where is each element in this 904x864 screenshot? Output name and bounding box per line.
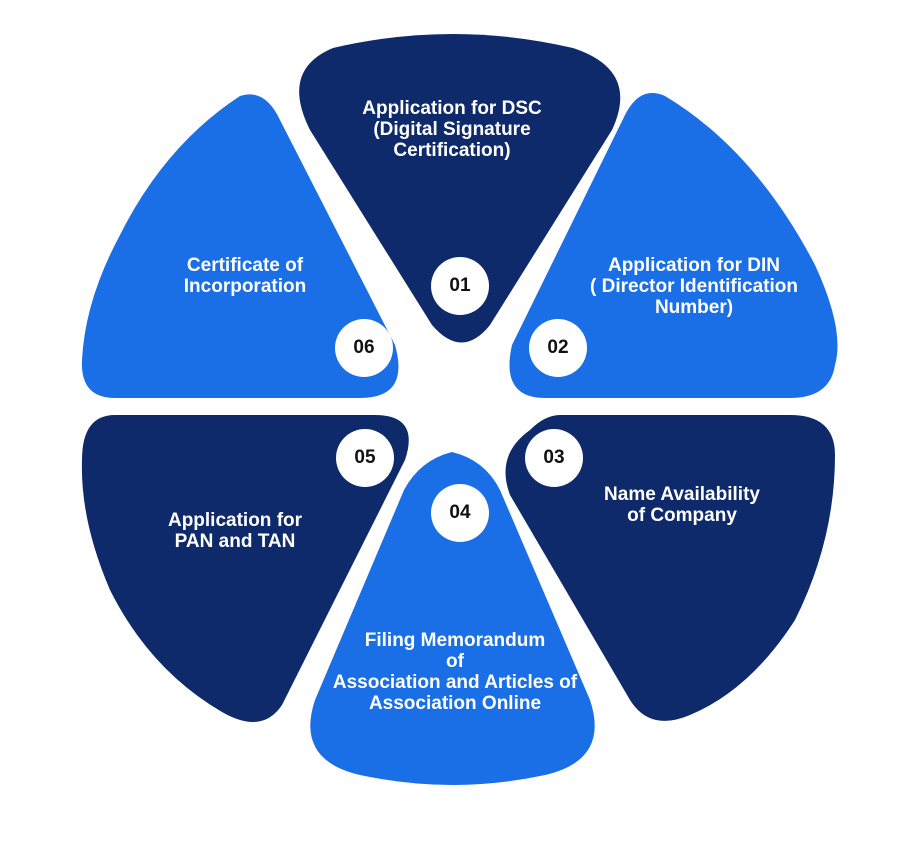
segment-01	[299, 34, 621, 343]
step-label-05: Application for PAN and TAN	[167, 510, 303, 552]
step-number-02: 02	[529, 319, 587, 377]
step-number-03: 03	[525, 429, 583, 487]
step-label-02: Application for DIN ( Director Identific…	[590, 255, 798, 318]
segment-06	[81, 94, 399, 399]
step-number-06: 06	[335, 319, 393, 377]
step-number-04: 04	[431, 484, 489, 542]
step-label-04: Filing Memorandum of Association and Art…	[332, 630, 578, 714]
step-number-01: 01	[431, 257, 489, 315]
step-label-03: Name Availability of Company	[604, 484, 760, 526]
segment-02	[509, 93, 838, 399]
segment-04	[310, 452, 595, 785]
step-number-05: 05	[336, 429, 394, 487]
segment-03	[505, 415, 835, 721]
segment-05	[81, 415, 409, 722]
step-label-06: Certificate of Incorporation	[183, 255, 307, 297]
step-label-01: Application for DSC (Digital Signature C…	[362, 98, 542, 161]
